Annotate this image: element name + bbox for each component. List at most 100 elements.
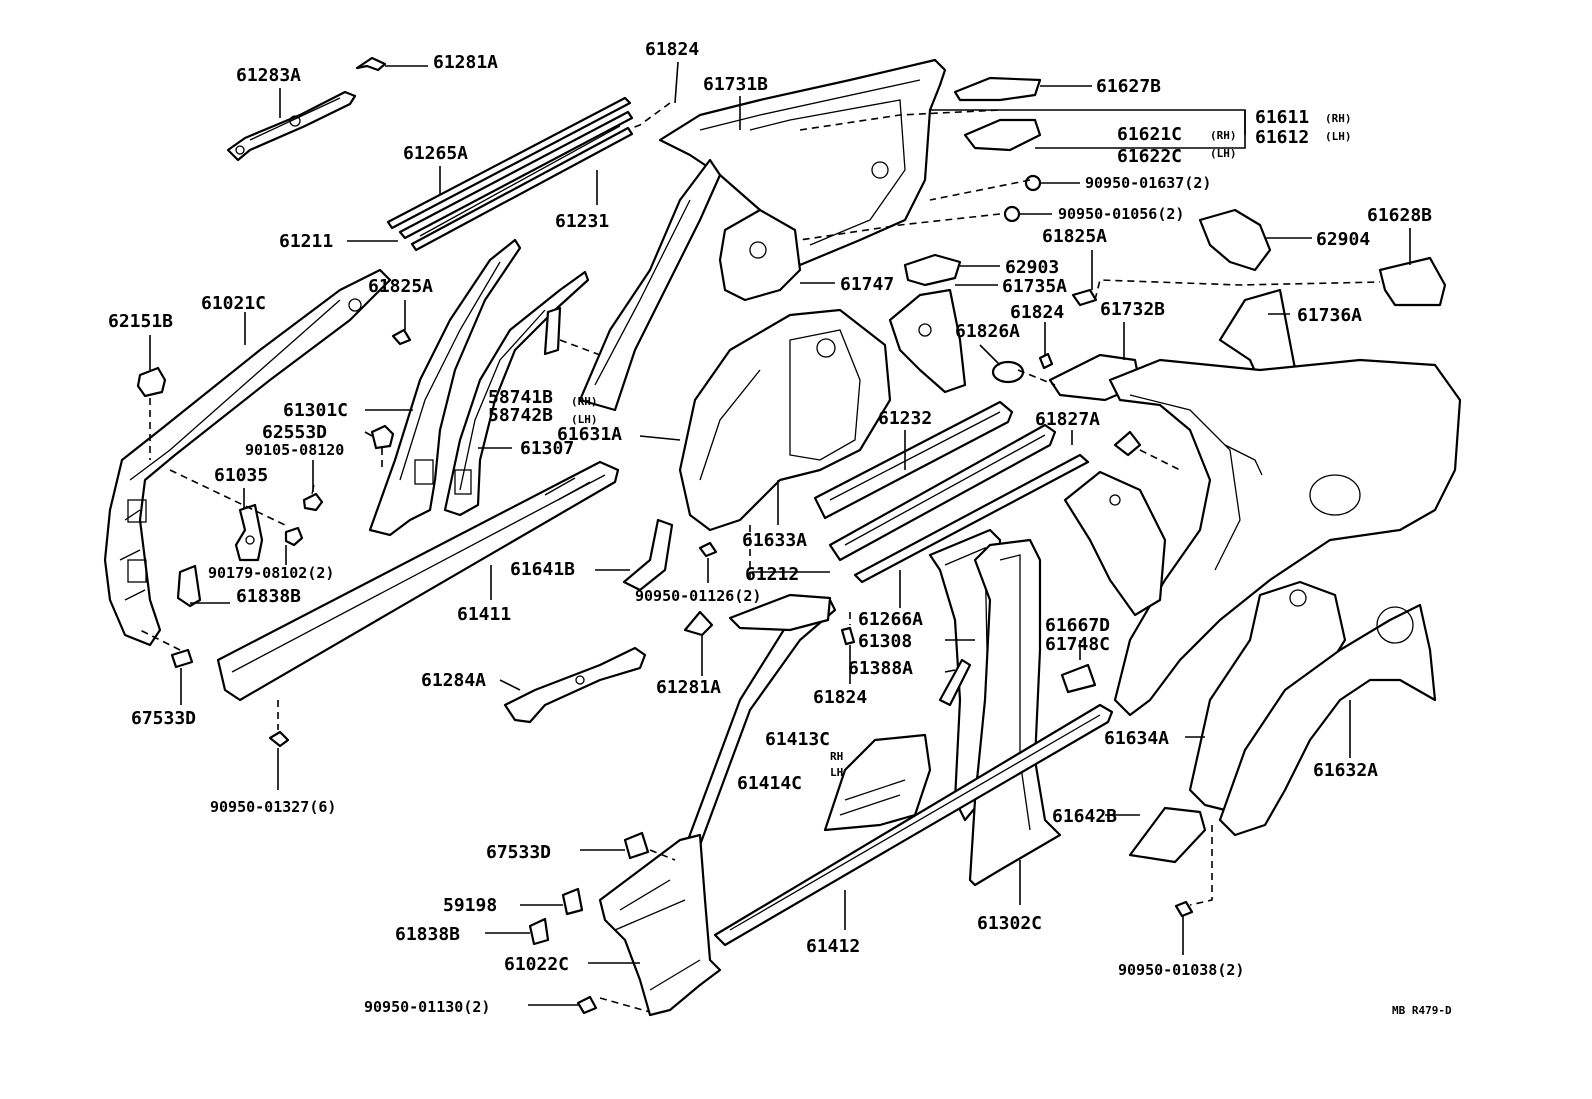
label-61232: 61232 bbox=[878, 408, 932, 429]
label-61642b: 61642B bbox=[1052, 806, 1117, 827]
label-90950-01130: 90950-01130(2) bbox=[364, 998, 490, 1016]
label-62553d: 62553D bbox=[262, 422, 327, 443]
label-61411: 61411 bbox=[457, 604, 511, 625]
label-58741b: 58741B bbox=[488, 387, 553, 408]
part-61232 bbox=[813, 400, 1014, 520]
label-61307: 61307 bbox=[520, 438, 574, 459]
part-quarter-panel bbox=[1108, 358, 1462, 717]
label-lh-61622c: (LH) bbox=[1210, 147, 1237, 160]
part-61413c bbox=[823, 733, 932, 832]
label-62151b: 62151B bbox=[108, 311, 173, 332]
part-61641b bbox=[622, 518, 674, 592]
label-61412: 61412 bbox=[806, 936, 860, 957]
part-61825a-left bbox=[391, 328, 412, 346]
label-61281a-top: 61281A bbox=[433, 52, 498, 73]
label-61022c: 61022C bbox=[504, 954, 569, 975]
part-62151b bbox=[136, 366, 167, 398]
label-61231: 61231 bbox=[555, 211, 609, 232]
label-67533d-bottom: 67533D bbox=[486, 842, 551, 863]
part-61826a bbox=[991, 360, 1025, 384]
part-61281a-top bbox=[355, 56, 387, 72]
label-61838b-bottom: 61838B bbox=[395, 924, 460, 945]
part-61838b-bottom bbox=[528, 917, 550, 946]
label-61736a: 61736A bbox=[1297, 305, 1362, 326]
part-58741b bbox=[543, 306, 562, 356]
label-61827a: 61827A bbox=[1035, 409, 1100, 430]
part-61388a bbox=[938, 658, 972, 707]
label-61622c: 61622C bbox=[1117, 146, 1182, 167]
part-61266a bbox=[853, 453, 1090, 584]
label-90950-01038: 90950-01038(2) bbox=[1118, 961, 1244, 979]
part-67533d-bottom bbox=[623, 831, 650, 860]
label-61021c: 61021C bbox=[201, 293, 266, 314]
part-61628b bbox=[1378, 256, 1447, 307]
part-61748c bbox=[1060, 663, 1097, 694]
part-61412 bbox=[713, 703, 1114, 947]
part-labels: 61283A 61281A 61824 61731B 61627B 61611 … bbox=[108, 39, 1452, 1017]
part-61824-bottom bbox=[840, 626, 856, 646]
label-lh-61413c: LH bbox=[830, 766, 843, 779]
leader-lines bbox=[149, 61, 1411, 1006]
part-61283a bbox=[226, 90, 357, 162]
label-61413c: 61413C bbox=[765, 729, 830, 750]
label-61824-bottom: 61824 bbox=[813, 687, 867, 708]
label-61281a-bottom: 61281A bbox=[656, 677, 721, 698]
label-lh-61612: (LH) bbox=[1325, 130, 1352, 143]
part-61642b bbox=[1128, 806, 1207, 864]
label-61212: 61212 bbox=[745, 564, 799, 585]
label-61308: 61308 bbox=[858, 631, 912, 652]
label-61035: 61035 bbox=[214, 465, 268, 486]
label-61621c: 61621C bbox=[1117, 124, 1182, 145]
label-61612: 61612 bbox=[1255, 127, 1309, 148]
label-61627b: 61627B bbox=[1096, 76, 1161, 97]
label-61824-mid: 61824 bbox=[1010, 302, 1064, 323]
label-rh-61611: (RH) bbox=[1325, 112, 1352, 125]
label-61667d: 61667D bbox=[1045, 615, 1110, 636]
part-62553d bbox=[370, 424, 395, 450]
part-61731b bbox=[658, 58, 947, 267]
label-61838b-left: 61838B bbox=[236, 586, 301, 607]
label-90950-01126: 90950-01126(2) bbox=[635, 587, 761, 605]
label-61634a: 61634A bbox=[1104, 728, 1169, 749]
part-61827a bbox=[1113, 430, 1142, 457]
label-61302c: 61302C bbox=[977, 913, 1042, 934]
label-61631a: 61631A bbox=[557, 424, 622, 445]
part-61621c bbox=[963, 118, 1042, 152]
part-roof-rails bbox=[386, 96, 634, 252]
label-61735a: 61735A bbox=[1002, 276, 1067, 297]
label-61211: 61211 bbox=[279, 231, 333, 252]
label-62904: 62904 bbox=[1316, 229, 1370, 250]
part-59198 bbox=[561, 887, 584, 916]
part-61284a bbox=[503, 646, 647, 724]
part-90950-01130-plug bbox=[576, 995, 598, 1015]
part-61411 bbox=[216, 460, 620, 702]
label-61731b: 61731B bbox=[703, 74, 768, 95]
label-61628b: 61628B bbox=[1367, 205, 1432, 226]
part-61633a bbox=[678, 308, 892, 532]
part-61838b-left bbox=[176, 564, 202, 608]
label-61283a: 61283A bbox=[236, 65, 301, 86]
part-61631a bbox=[578, 158, 722, 412]
dashed-connectors bbox=[139, 102, 1381, 1013]
part-61825a-right bbox=[1071, 288, 1098, 307]
label-61826a: 61826A bbox=[955, 321, 1020, 342]
label-90950-01637: 90950-01637(2) bbox=[1085, 174, 1211, 192]
label-61748c: 61748C bbox=[1045, 634, 1110, 655]
label-61632a: 61632A bbox=[1313, 760, 1378, 781]
label-61825a-right: 61825A bbox=[1042, 226, 1107, 247]
part-61022c bbox=[598, 833, 722, 1017]
part-62904 bbox=[1198, 208, 1272, 272]
part-drawings bbox=[103, 56, 1462, 1017]
label-rh-61621c: (RH) bbox=[1210, 129, 1237, 142]
label-61747: 61747 bbox=[840, 274, 894, 295]
label-lh-58742b: (LH) bbox=[571, 413, 598, 426]
label-61825a-left: 61825A bbox=[368, 276, 433, 297]
label-61284a: 61284A bbox=[421, 670, 486, 691]
label-90950-01327: 90950-01327(6) bbox=[210, 798, 336, 816]
label-61265a: 61265A bbox=[403, 143, 468, 164]
label-61633a: 61633A bbox=[742, 530, 807, 551]
part-61302c bbox=[968, 538, 1062, 887]
part-62903 bbox=[903, 253, 962, 287]
part-90950-01038-plug bbox=[1174, 900, 1194, 918]
